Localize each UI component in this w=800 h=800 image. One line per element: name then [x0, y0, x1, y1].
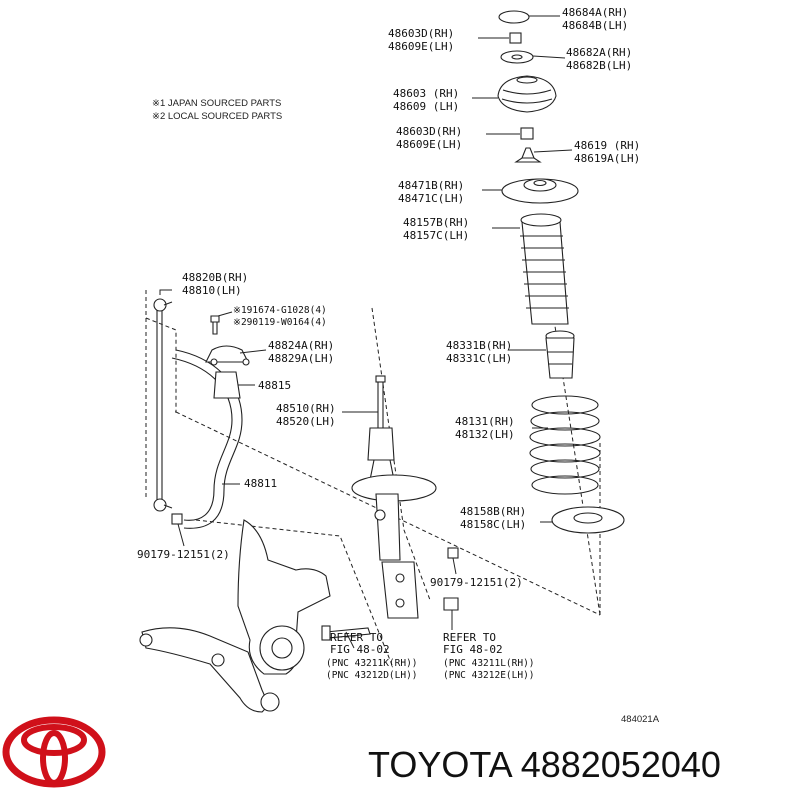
upper-mount-stack [497, 10, 625, 534]
label-91674: ※191674-G1028(4) [233, 305, 327, 316]
label-48158c: 48158C(LH) [460, 518, 526, 531]
label-48829a: 48829A(LH) [268, 352, 334, 365]
label-48331b: 48331B(RH) [446, 339, 512, 352]
label-90179-right: 90179-12151(2) [430, 576, 523, 589]
dust-cap-48684 [498, 10, 530, 24]
label-48824a: 48824A(RH) [268, 339, 334, 352]
leader-lines-left [159, 289, 457, 649]
label-48815: 48815 [258, 379, 291, 392]
label-48682a: 48682A(RH) [566, 46, 632, 59]
label-48603-rh: 48603 (RH) [393, 87, 459, 100]
refer-left-line4: (PNC 43212D(LH)) [326, 670, 418, 681]
label-48619-rh: 48619 (RH) [574, 139, 640, 152]
bushing-48619 [514, 147, 542, 163]
label-48510: 48510(RH) [276, 402, 336, 415]
refer-left-line3: (PNC 43211K(RH)) [326, 658, 418, 669]
refer-left-line2: FIG 48-02 [330, 643, 390, 656]
label-48132: 48132(LH) [455, 428, 515, 441]
label-48811: 48811 [244, 477, 277, 490]
nut-48603d-bottom [520, 127, 534, 140]
coil-spring-48131 [529, 395, 601, 495]
label-48810: 48810(LH) [182, 284, 242, 297]
part-labels: 48684A(RH) 48684B(LH) 48603D(RH) 48609E(… [137, 6, 660, 725]
label-48158b: 48158B(RH) [460, 505, 526, 518]
label-48131: 48131(RH) [455, 415, 515, 428]
label-48603d-top-rh: 48603D(RH) [388, 27, 454, 40]
label-48471c: 48471C(LH) [398, 192, 464, 205]
label-48157b: 48157B(RH) [403, 216, 469, 229]
label-48682b: 48682B(LH) [566, 59, 632, 72]
dust-boot-48157 [520, 213, 569, 325]
label-90119: ※290119-W0164(4) [233, 317, 327, 328]
label-48619a-lh: 48619A(LH) [574, 152, 640, 165]
label-48331c: 48331C(LH) [446, 352, 512, 365]
label-48609e-top-lh: 48609E(LH) [388, 40, 454, 53]
brand-part-number: TOYOTA 4882052040 [368, 744, 721, 785]
figure-code: 484021A [621, 714, 660, 725]
refer-right-line3: (PNC 43211L(RH)) [443, 658, 535, 669]
refer-right-line2: FIG 48-02 [443, 643, 503, 656]
note-japan-sourced: ※1 JAPAN SOURCED PARTS [152, 98, 281, 109]
label-48609-lh: 48609 (LH) [393, 100, 459, 113]
label-48603d-bottom-rh: 48603D(RH) [396, 125, 462, 138]
lower-insulator-48158 [551, 506, 625, 534]
leader-lines-right [472, 15, 573, 523]
bump-stop-48331 [545, 330, 575, 379]
label-48684b: 48684B(LH) [562, 19, 628, 32]
strut-assembly-48510 [351, 375, 437, 619]
label-48471b: 48471B(RH) [398, 179, 464, 192]
nut-48603d-top [509, 32, 522, 44]
label-48157c: 48157C(LH) [403, 229, 469, 242]
label-48520: 48520(LH) [276, 415, 336, 428]
knuckle-lower-arm [139, 519, 331, 713]
stabilizer-assembly [153, 298, 459, 641]
note-local-sourced: ※2 LOCAL SOURCED PARTS [152, 111, 282, 122]
label-48684a: 48684A(RH) [562, 6, 628, 19]
refer-right-line4: (PNC 43212E(LH)) [443, 670, 535, 681]
label-48820b: 48820B(RH) [182, 271, 248, 284]
refer-left-line1: REFER TO [330, 631, 383, 644]
label-48609e-bottom-lh: 48609E(LH) [396, 138, 462, 151]
source-notes: ※1 JAPAN SOURCED PARTS ※2 LOCAL SOURCED … [152, 98, 282, 122]
toyota-logo-icon [2, 716, 106, 788]
refer-right-line1: REFER TO [443, 631, 496, 644]
label-90179-left: 90179-12151(2) [137, 548, 230, 561]
